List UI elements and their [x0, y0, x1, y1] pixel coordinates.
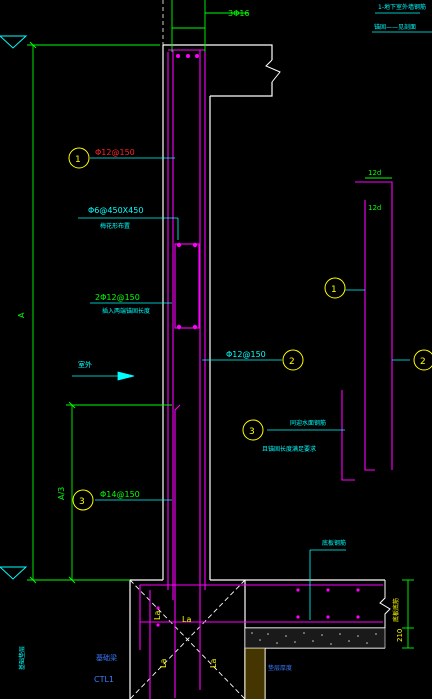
top-right-note-1: 1-地下室外墙钢筋 — [378, 3, 426, 11]
dim-A-label: A — [17, 312, 26, 318]
top-bars-label: 3Φ16 — [228, 9, 250, 18]
marker-3b-circle — [72, 489, 94, 511]
bar-2phi12-spec: 2Φ12@150 — [95, 293, 140, 302]
marker-3b-text: 3 — [79, 497, 85, 507]
dim-A3-label: A/3 — [57, 487, 66, 500]
marker-1-circle — [68, 147, 90, 169]
bar1-spec: Φ12@150 — [95, 148, 135, 157]
marker-2-circle — [282, 349, 304, 371]
la-label-4: La — [209, 659, 218, 668]
bar3-spec: Φ14@150 — [100, 490, 140, 499]
bottom-right-tag: 垫层厚度 — [268, 664, 292, 672]
bar2-spec: Φ12@150 — [226, 350, 266, 359]
marker-2b-text: 2 — [420, 357, 426, 367]
level-markers — [0, 35, 28, 580]
la-label-2: La — [153, 611, 162, 620]
rebar-lines — [139, 49, 393, 699]
stirrup-spec: Φ6@450X450 — [88, 206, 143, 215]
outside-label: 室外 — [78, 360, 92, 369]
bar-2phi12-note: 插入两端锚固长度 — [102, 307, 150, 315]
marker-1b-circle — [324, 277, 346, 299]
stirrup-note: 梅花形布置 — [100, 222, 130, 230]
dimension-lines — [27, 0, 414, 649]
left-bottom-note: 基础垫层 — [18, 646, 26, 670]
marker-1-text: 1 — [75, 155, 81, 165]
rebar-dots — [156, 54, 360, 627]
screed-hatch — [244, 627, 386, 699]
dim-210-label: 210 — [396, 629, 404, 642]
marker-3-text: 3 — [249, 427, 255, 437]
column-bar-label: 基础梁 — [96, 653, 117, 662]
la-label-1: La — [182, 615, 191, 624]
column-name-label: CTL1 — [94, 675, 114, 684]
marker-3-circle — [242, 419, 264, 441]
top-right-note-2: 锚固——见剖面 — [374, 23, 416, 31]
slab-rebar-label: 底板钢筋 — [322, 539, 346, 547]
marker-1b-text: 1 — [331, 285, 337, 295]
la-label-3: La — [159, 659, 168, 668]
dim-12d-top: 12d — [368, 169, 381, 177]
dim-12d: 12d — [368, 204, 381, 212]
bar3-note-2: 且锚固长度满足要求 — [262, 445, 316, 453]
leader-lines — [72, 12, 432, 620]
slab-note-label: 底板底筋 — [392, 598, 400, 622]
marker-2-text: 2 — [289, 357, 295, 367]
marker-2b-circle — [413, 349, 432, 371]
bar3-note-1: 同迎水面钢筋 — [290, 419, 326, 427]
marker-group — [68, 147, 432, 511]
